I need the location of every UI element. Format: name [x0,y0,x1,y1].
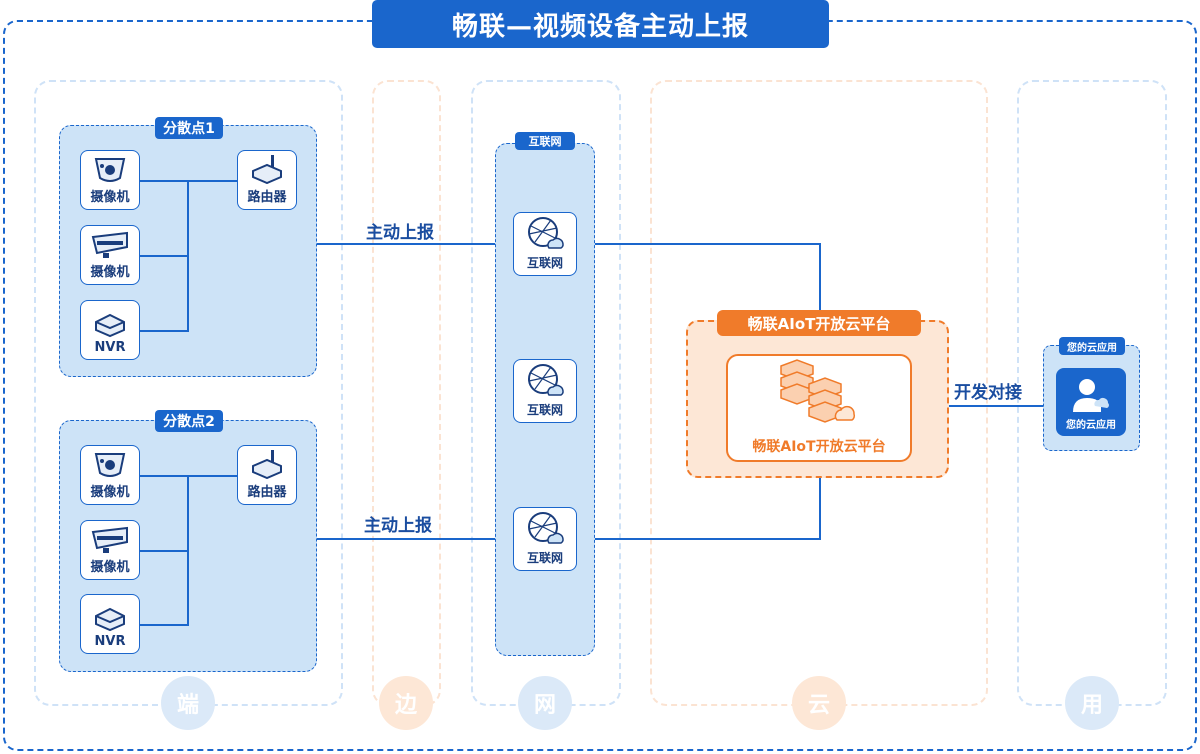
dome-camera-icon [94,158,126,182]
platform-connector-top-h [595,243,821,245]
platform-connector-bottom-h [595,538,821,540]
user-app-icon [1073,379,1109,412]
nvr-icon [95,607,125,632]
nvr-device[interactable]: NVR [80,594,140,654]
report-connector-2 [317,538,497,540]
page-title: 畅联—视频设备主动上报 [372,0,829,48]
globe-cloud-icon [528,217,564,249]
column-label-network: 网 [518,676,572,730]
node-label: 互联网 [526,551,563,565]
router-icon [252,155,282,184]
device-label: NVR [94,340,126,355]
platform-tag: 畅联AIoT开放云平台 [717,310,921,336]
device-label: 路由器 [247,190,287,205]
platform-connector-bottom-v [819,478,821,540]
app-label: 您的云应用 [1066,420,1116,431]
wire [187,475,189,626]
report-label-2: 主动上报 [364,516,432,536]
device-label: 摄像机 [90,560,130,575]
wire [187,475,237,477]
device-label: 摄像机 [90,485,130,500]
internet-group-tag: 互联网 [515,132,575,150]
platform-connector-top-v [819,243,821,317]
internet-node[interactable]: 互联网 [513,212,577,276]
globe-cloud-icon [528,364,564,396]
wire [140,624,188,626]
camera-device[interactable]: 摄像机 [80,225,140,285]
wire [140,475,188,477]
column-edge [372,80,441,706]
app-tag: 您的云应用 [1059,337,1125,355]
device-label: NVR [94,634,126,649]
device-label: 路由器 [247,485,287,500]
device-label: 摄像机 [90,190,130,205]
wire [187,180,189,332]
internet-node[interactable]: 互联网 [513,507,577,571]
wire [140,180,188,182]
report-label-1: 主动上报 [366,223,434,243]
report-connector-1 [317,243,497,245]
camera-device[interactable]: 摄像机 [80,445,140,505]
dome-camera-icon [94,453,126,477]
column-label-terminal: 端 [161,676,215,730]
server-stack-icon [780,359,856,423]
internet-node[interactable]: 互联网 [513,359,577,423]
nvr-device[interactable]: NVR [80,300,140,360]
device-label: 摄像机 [90,265,130,280]
router-icon [252,450,282,479]
column-label-edge: 边 [379,676,433,730]
nvr-icon [95,313,125,338]
app-connector [949,405,1043,407]
connect-label: 开发对接 [954,383,1022,403]
globe-cloud-icon [528,512,564,544]
wire [140,330,188,332]
column-label-application: 用 [1065,676,1119,730]
router-device[interactable]: 路由器 [237,150,297,210]
platform-label: 畅联AIoT开放云平台 [752,439,886,455]
site-tag-2: 分散点2 [155,410,223,432]
bullet-camera-icon [91,231,128,258]
bullet-camera-icon [91,526,128,553]
wire [140,255,188,257]
column-label-cloud: 云 [792,676,846,730]
node-label: 互联网 [526,403,563,417]
app-card[interactable]: 您的云应用 [1056,368,1126,436]
node-label: 互联网 [526,256,563,270]
site-tag-1: 分散点1 [155,117,223,139]
router-device[interactable]: 路由器 [237,445,297,505]
camera-device[interactable]: 摄像机 [80,520,140,580]
camera-device[interactable]: 摄像机 [80,150,140,210]
wire [187,180,237,182]
wire [140,550,188,552]
